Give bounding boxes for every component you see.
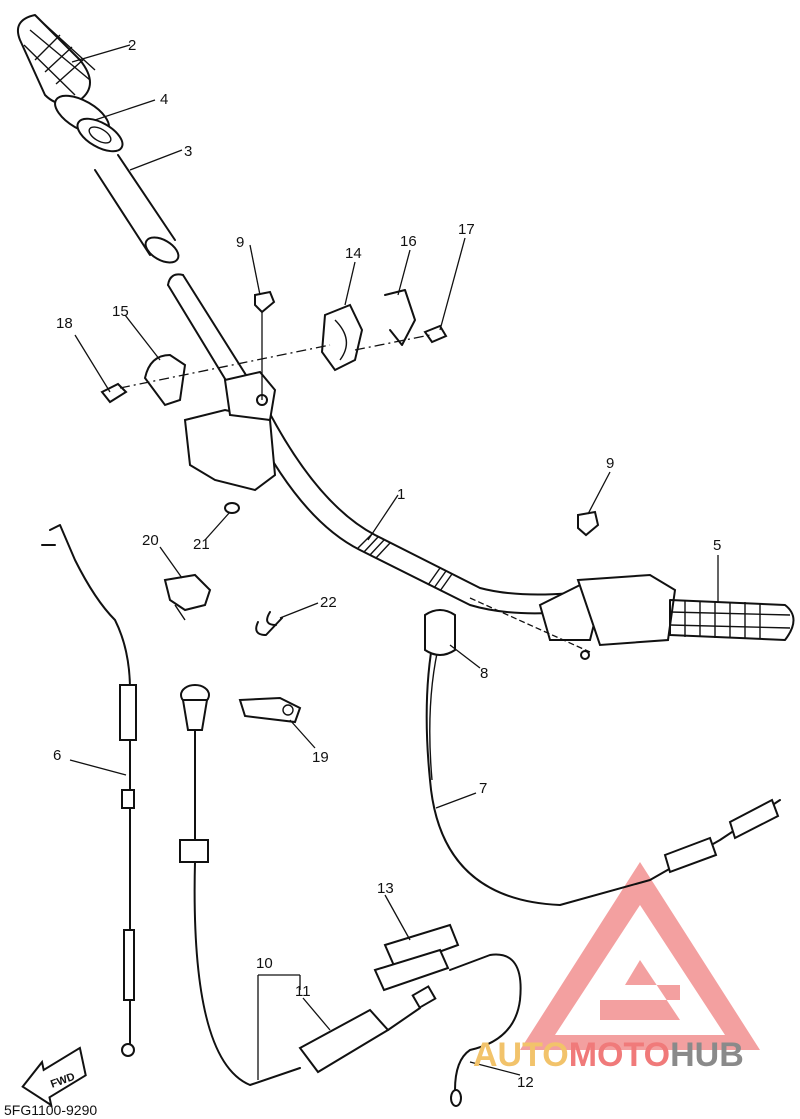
cable-12 [449, 953, 522, 1107]
callout-7: 7 [479, 780, 487, 797]
svg-text:AUTOMOTOHUB: AUTOMOTOHUB [473, 1036, 744, 1074]
callout-9-right: 9 [606, 455, 614, 472]
choke-cable [179, 684, 301, 1086]
callout-labels: 1 2 3 4 5 6 7 8 9 9 10 11 12 13 14 15 16… [53, 37, 721, 1091]
forward-arrow-icon: FWD [21, 1046, 87, 1108]
screw-9-left [254, 290, 276, 400]
diagram-code: 5FG1100-9290 [4, 1102, 97, 1118]
screw-18 [100, 382, 128, 404]
callout-16: 16 [400, 233, 417, 250]
right-grip [669, 599, 795, 641]
watermark-auto: AUTO [473, 1036, 569, 1074]
callout-14: 14 [345, 245, 362, 262]
callout-6: 6 [53, 747, 61, 764]
watermark-hub: HUB [670, 1036, 744, 1074]
callout-9-left: 9 [236, 234, 244, 251]
callout-20: 20 [142, 532, 159, 549]
callout-2: 2 [128, 37, 136, 54]
callout-17: 17 [458, 221, 475, 238]
screw-9-right [577, 510, 600, 537]
callout-11: 11 [295, 983, 311, 1000]
choke-plunger [298, 985, 437, 1074]
screw-17 [423, 324, 448, 344]
callout-18: 18 [56, 315, 73, 332]
callout-12: 12 [517, 1074, 534, 1091]
callout-4: 4 [160, 91, 168, 108]
watermark-triangle-icon [520, 862, 760, 1050]
clamp-15 [143, 353, 187, 407]
clip-16 [384, 289, 416, 346]
grip-washer [54, 94, 124, 153]
callout-19: 19 [312, 749, 329, 766]
throttle-cable-7 [424, 609, 781, 906]
callout-3: 3 [184, 143, 192, 160]
cable-6 [41, 524, 137, 1057]
callout-13: 13 [377, 880, 394, 897]
watermark-moto: MOTO [569, 1036, 670, 1074]
left-switch-housing [183, 370, 277, 514]
watermark-logo [520, 862, 760, 1050]
spring-22 [255, 611, 283, 636]
watermark-inner-mark-icon [600, 960, 680, 1020]
bracket-19 [238, 696, 302, 724]
clamp-14 [320, 303, 364, 372]
callout-22: 22 [320, 594, 337, 611]
callout-1: 1 [397, 486, 405, 503]
callout-10: 10 [256, 955, 273, 972]
callout-15: 15 [112, 303, 129, 320]
guide-13 [373, 923, 460, 992]
callout-leaders [69, 44, 719, 1080]
callout-8: 8 [480, 665, 488, 682]
throttle-tube [94, 154, 180, 264]
watermark-text: AUTOMOTOHUB [473, 1036, 744, 1074]
callout-5: 5 [713, 537, 721, 554]
left-grip [16, 14, 96, 105]
callout-21: 21 [193, 536, 210, 553]
clip-20 [163, 573, 212, 621]
right-lever-bracket [538, 573, 677, 647]
